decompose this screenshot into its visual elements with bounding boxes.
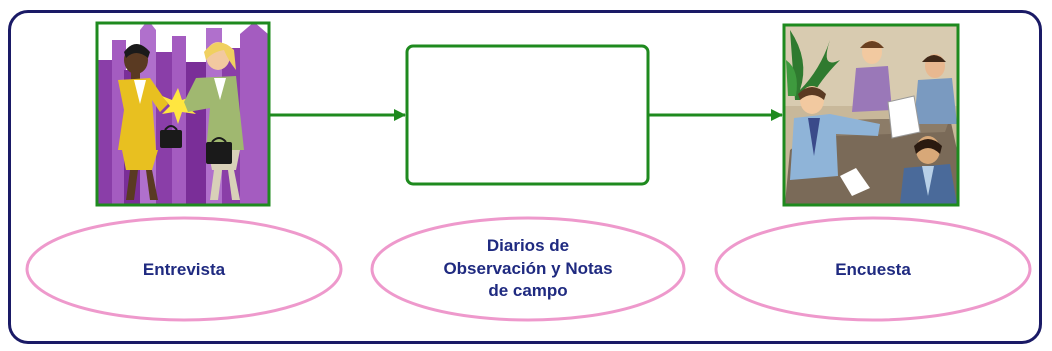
ellipse-entrevista (25, 216, 343, 322)
node-entrevista: Entrevista (25, 216, 343, 322)
node-encuesta: Encuesta (714, 216, 1032, 322)
empty-box (405, 44, 650, 186)
node-diarios: Diarios de Observación y Notas de campo (370, 216, 686, 322)
label-diarios-line3: de campo (488, 281, 567, 300)
ellipse-encuesta (714, 216, 1032, 322)
label-diarios-line1: Diarios de (487, 236, 569, 255)
handshake-illustration (95, 21, 271, 207)
label-diarios-line2: Observación y Notas (443, 259, 612, 278)
ellipse-diarios (370, 216, 686, 322)
label-entrevista: Entrevista (143, 260, 226, 279)
meeting-illustration (782, 23, 960, 207)
label-encuesta: Encuesta (835, 260, 911, 279)
